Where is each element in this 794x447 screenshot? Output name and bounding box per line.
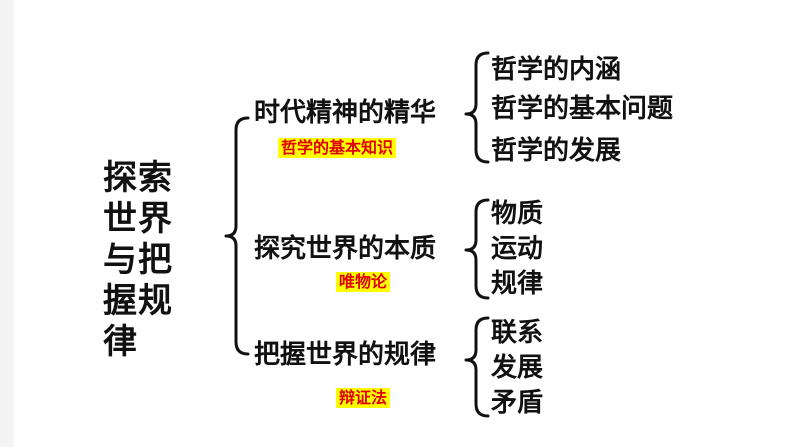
branch-1-brace <box>464 51 490 164</box>
branch-3-item-2: 发展 <box>491 353 544 383</box>
branch-3-brace <box>464 316 490 418</box>
branch-2-brace <box>464 198 490 300</box>
branch-1-tag: 哲学的基本知识 <box>278 138 397 158</box>
root-topic: 探索世界与把握规律 <box>103 158 173 362</box>
branch-1-item-2: 哲学的基本问题 <box>491 94 674 124</box>
branch-3-tag: 辩证法 <box>336 388 391 408</box>
branch-2-item-3: 规律 <box>491 269 544 299</box>
branch-1-item-3: 哲学的发展 <box>491 136 622 166</box>
branch-2-item-2: 运动 <box>491 234 544 264</box>
branch-3-label: 把握世界的规律 <box>254 340 437 370</box>
branch-2-item-1: 物质 <box>491 199 544 229</box>
branch-1-item-1: 哲学的内涵 <box>491 55 622 85</box>
branch-3-item-1: 联系 <box>491 318 544 348</box>
branch-3-item-3: 矛盾 <box>491 388 544 418</box>
branch-1-label: 时代精神的精华 <box>254 98 437 128</box>
branch-2-tag: 唯物论 <box>336 272 391 292</box>
root-brace <box>224 116 250 356</box>
slide-left-edge <box>0 0 14 447</box>
branch-2-label: 探究世界的本质 <box>254 234 437 264</box>
